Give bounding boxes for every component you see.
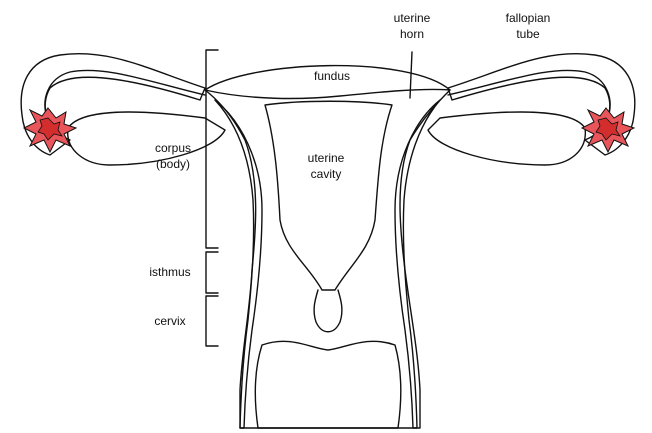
uterine-horn-label-line2: horn <box>400 27 424 41</box>
uterine-horn-pointer <box>410 52 412 98</box>
left-ovary-icon <box>24 108 76 152</box>
uterine-horn-label-line1: uterine <box>394 11 431 25</box>
vaginal-cavity <box>255 341 400 428</box>
fundus-label: fundus <box>314 69 350 83</box>
corpus-label-line2: (body) <box>156 157 190 171</box>
fundus-boundary-line <box>205 89 450 98</box>
corpus-label-line1: corpus <box>155 141 191 155</box>
left-myometrium-band <box>215 100 262 428</box>
right-ovary-icon <box>582 108 634 152</box>
cervix-bracket <box>206 296 218 346</box>
cervical-canal <box>314 290 342 332</box>
uterus-outer-wall <box>205 66 450 428</box>
isthmus-bracket <box>206 252 218 293</box>
left-ovary-body <box>68 112 225 165</box>
uterine-cavity-label-line2: cavity <box>311 167 342 181</box>
uterine-cavity-label-line1: uterine <box>308 151 345 165</box>
fallopian-tube-label-line1: fallopian <box>506 11 551 25</box>
right-ovary-body <box>428 112 585 165</box>
right-myometrium-band <box>395 100 440 428</box>
uterine-cavity <box>265 101 392 290</box>
fallopian-tube-label-line2: tube <box>516 27 540 41</box>
cervix-label: cervix <box>154 314 185 328</box>
isthmus-label: isthmus <box>149 265 190 279</box>
corpus-bracket <box>206 50 218 248</box>
